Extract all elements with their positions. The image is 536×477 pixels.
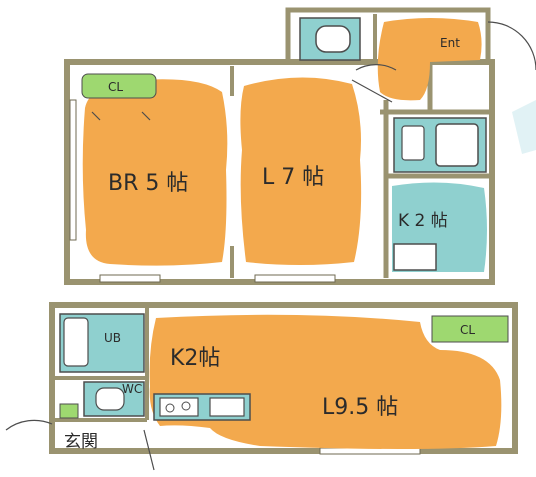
bedroom-label: BR 5 帖 <box>108 171 188 196</box>
decorative-tab <box>512 100 536 154</box>
top-floor-plan: CL Ent K 2 帖 BR 5 帖 L 7 帖 <box>64 7 536 285</box>
top-interior-door <box>351 64 397 103</box>
unit-bath-label: UB <box>104 331 121 345</box>
closet-top-label: CL <box>108 80 123 94</box>
living-area <box>240 77 362 265</box>
living-label-bottom: L9.5 帖 <box>322 395 398 420</box>
bottom-floor-plan: UB WC CL 玄関 K2帖 L9.5 帖 <box>5 302 518 471</box>
bedroom-area <box>82 79 228 266</box>
toilet-icon-bottom <box>95 387 125 411</box>
closet-bottom <box>431 315 509 343</box>
washbasin-icon <box>401 125 425 161</box>
genkan-area <box>56 424 144 448</box>
closet-top <box>81 73 157 99</box>
kitchen-sink-icon <box>393 243 437 271</box>
bathtub-icon <box>435 123 479 167</box>
entrance-label: Ent <box>440 36 460 50</box>
burner-left-icon <box>165 403 175 413</box>
toilet-label: WC <box>122 382 142 396</box>
kitchen-label-bottom: K2帖 <box>170 346 220 371</box>
small-green-cabinet <box>59 403 79 419</box>
top-kitchen-label: K 2 帖 <box>398 211 448 231</box>
burner-right-icon <box>181 401 191 411</box>
bathtub-icon-bottom <box>63 317 89 367</box>
toilet-icon <box>315 25 351 53</box>
closet-bottom-label: CL <box>460 323 475 337</box>
entrance-area <box>377 18 482 101</box>
living-label-top: L 7 帖 <box>262 165 324 190</box>
top-entrance-door <box>487 21 536 71</box>
genkan-door <box>5 419 155 471</box>
sink-icon-bottom <box>209 397 245 417</box>
bedroom-door <box>91 111 151 121</box>
genkan-label: 玄関 <box>64 432 98 452</box>
